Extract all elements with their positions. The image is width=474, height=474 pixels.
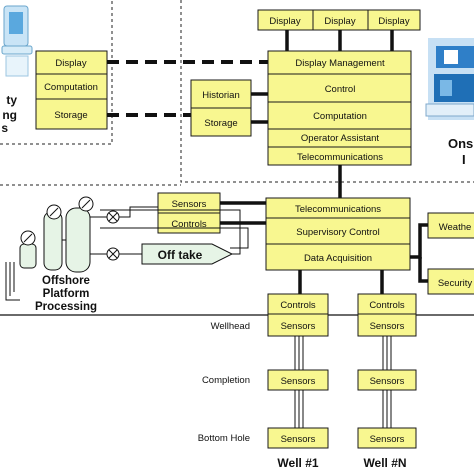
wellN-sensors-label-1: Sensors	[370, 321, 405, 332]
link-weather	[410, 223, 428, 259]
left-storage-label: Storage	[54, 110, 87, 121]
historian-box	[190, 79, 252, 109]
platform-loop-line-2	[100, 227, 249, 249]
platform-telecommunications-label: Telecommunications	[295, 204, 381, 215]
supervisory-control-box	[265, 217, 411, 245]
well1-sensors-label-1: Sensors	[281, 321, 316, 332]
left-partial-title-2: ng	[2, 108, 17, 122]
security-box	[427, 268, 474, 295]
well-1: Controls Sensors Sensors Sensors Well #1	[267, 293, 329, 470]
zone-label-bottom-hole: Bottom Hole	[198, 433, 250, 444]
control-label: Control	[325, 84, 356, 95]
platform-controls-label: Controls	[171, 219, 207, 230]
historian-label: Historian	[202, 90, 240, 101]
platform-label-2: Platform	[43, 288, 90, 300]
link-security	[418, 257, 428, 283]
onshore-partial-title: Ons	[448, 136, 473, 151]
wellN-sensors-label-2: Sensors	[370, 376, 405, 387]
display-management-label: Display Management	[295, 58, 385, 69]
zone-label-completion: Completion	[202, 375, 250, 386]
onshore-telecommunications-label: Telecommunications	[297, 152, 383, 163]
control-room-icon	[425, 38, 474, 120]
operator-assistant-label: Operator Assistant	[301, 133, 380, 144]
left-stack: Display Computation Storage	[35, 50, 108, 130]
onshore-stack: Display Management Control Computation O…	[267, 50, 412, 166]
weather-box	[427, 212, 474, 239]
left-computation-box	[35, 73, 108, 100]
off-take-arrow	[141, 243, 234, 265]
historian-stack: Historian Storage	[190, 79, 252, 137]
top-displays: Display Display Display	[257, 9, 421, 31]
onshore-partial-subtitle: I	[462, 152, 466, 167]
weather-label: Weathe	[439, 222, 472, 233]
display-label-2: Display	[324, 16, 355, 27]
off-take-label: Off take	[158, 248, 203, 262]
well-n: Controls Sensors Sensors Sensors Well #N	[357, 293, 417, 470]
well1-label: Well #1	[277, 456, 318, 470]
well1-controls-label: Controls	[280, 300, 316, 311]
data-acquisition-box	[265, 243, 411, 271]
left-computation-label: Computation	[44, 82, 98, 93]
control-box	[267, 73, 412, 103]
wellN-label: Well #N	[363, 456, 406, 470]
wellN-sensors-box-3	[357, 427, 417, 449]
desktop-computer-icon	[1, 5, 33, 77]
wellN-sensors-label-3: Sensors	[370, 434, 405, 445]
display-label-3: Display	[378, 16, 409, 27]
well1-sensors-box-1	[267, 313, 329, 337]
left-partial-title-3: s	[1, 121, 8, 135]
process-equipment	[5, 196, 158, 301]
historian-storage-label: Storage	[204, 118, 237, 129]
left-region-border	[0, 0, 113, 145]
display-box-3	[367, 9, 421, 31]
well1-sensors-box-2	[267, 369, 329, 391]
onshore-region-border	[180, 0, 474, 183]
left-partial-title-1: ty	[6, 93, 17, 107]
display-label-1: Display	[269, 16, 300, 27]
platform-sensors-label: Sensors	[172, 199, 207, 210]
security-label: Security	[438, 278, 473, 289]
platform-label-3: Processing	[35, 301, 97, 313]
computation-box	[267, 101, 412, 130]
well1-sensors-label-2: Sensors	[281, 376, 316, 387]
wellN-controls-label: Controls	[369, 300, 405, 311]
well1-sensors-box-3	[267, 427, 329, 449]
computation-label: Computation	[313, 111, 367, 122]
data-acquisition-label: Data Acquisition	[304, 253, 372, 264]
supervisory-control-label: Supervisory Control	[296, 227, 379, 238]
left-storage-box	[35, 98, 108, 130]
platform-loop-line	[100, 209, 241, 255]
zone-label-wellhead: Wellhead	[211, 321, 250, 332]
well1-sensors-label-3: Sensors	[281, 434, 316, 445]
platform-stack: Telecommunications Supervisory Control D…	[265, 197, 411, 271]
platform-label-1: Offshore	[42, 275, 90, 287]
historian-storage-box	[190, 107, 252, 137]
left-display-label: Display	[55, 58, 86, 69]
